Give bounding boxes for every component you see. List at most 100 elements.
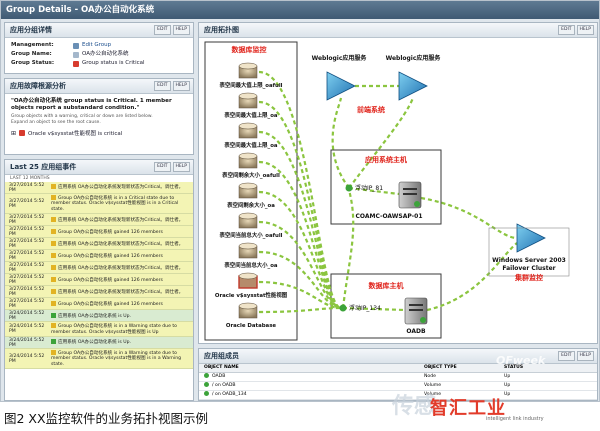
- help-button[interactable]: HELP: [172, 81, 190, 91]
- sensor-watermark: 传感: [392, 394, 437, 419]
- topology-links: [258, 70, 518, 314]
- event-message: Group OA办公自动化系统 gained 126 members: [49, 300, 193, 308]
- warning-status-icon: [51, 216, 56, 222]
- app-server-node[interactable]: [398, 181, 422, 209]
- link-line: [348, 97, 415, 189]
- weblogic-node-2[interactable]: Weblogic应用服务: [386, 54, 442, 101]
- cluster-node[interactable]: [488, 223, 570, 277]
- warning-status-icon: [51, 252, 56, 258]
- panel-title: 应用故障根源分析: [10, 82, 66, 90]
- panel-title: 应用分组详情: [10, 26, 52, 34]
- db-metric-label: 表空间最大值上限_oa: [224, 141, 278, 149]
- edit-button[interactable]: EDIT: [558, 25, 575, 35]
- event-row[interactable]: 3/27/2014 5:52 PM Group OA办公自动化系统 is in a…: [5, 194, 193, 215]
- db-monitor-group-box: [204, 41, 298, 341]
- members-table-header: OBJECT NAME OBJECT TYPE STATUS: [199, 364, 597, 373]
- event-text: Group OA办公自动化系统 is in a Warning state du…: [51, 351, 182, 367]
- db-metric-node[interactable]: 表空间最大值上限_oa: [224, 122, 278, 149]
- event-text: Group OA办公自动化系统 gained 126 members: [58, 301, 163, 307]
- event-row[interactable]: 3/27/2014 5:52 PM 应用系统 OA办公自动化系统发现新状态为Cri…: [5, 262, 193, 275]
- event-text: 应用系统 OA办公自动化系统 is Up.: [58, 340, 131, 346]
- help-button[interactable]: HELP: [576, 25, 594, 35]
- help-button[interactable]: HELP: [576, 351, 594, 361]
- db-server-name: OADB: [406, 328, 426, 335]
- weblogic-node-1[interactable]: Weblogic应用服务: [312, 54, 368, 101]
- event-list: 3/27/2014 5:52 PM 应用系统 OA办公自动化系统发现新状态为Cri…: [5, 182, 193, 370]
- up-status-icon: [204, 391, 209, 396]
- event-date: 3/27/2014 5:52 PM: [9, 226, 45, 237]
- cluster-sub: Failover Cluster: [502, 265, 555, 272]
- panel-title: 应用拓扑图: [204, 26, 239, 34]
- db-metric-node[interactable]: 表空间剩余大小_oa: [227, 182, 275, 209]
- db-metric-label: 表空间剩余大小_oa: [227, 201, 275, 209]
- db-item-list: 表空间最大值上限_oafull 表空间最大值上限_oa 表空间最大值上限_oa 表空间…: [215, 62, 288, 329]
- member-status: Up: [504, 392, 511, 397]
- db-metric-node[interactable]: Oracle Database: [226, 302, 276, 329]
- app-server-name: COAMC-OAWSAP-01: [355, 213, 422, 220]
- cluster-icon: [516, 223, 546, 253]
- edit-button[interactable]: EDIT: [154, 25, 171, 35]
- edit-button[interactable]: EDIT: [154, 81, 171, 91]
- db-server-node[interactable]: [404, 297, 428, 325]
- event-date: 3/27/2014 5:52 PM: [9, 274, 45, 285]
- panel-title: Last 25 应用组事件: [10, 163, 77, 171]
- db-metric-node[interactable]: 表空间当前总大小_oa: [224, 242, 278, 269]
- db-metric-node[interactable]: 表空间剩余大小_oafull: [222, 152, 280, 179]
- root-cause-item[interactable]: ⊞ Oracle v$sysstat性能视图 is critical: [11, 129, 123, 138]
- event-text: 应用系统 OA办公自动化系统 is Up.: [58, 313, 131, 319]
- db-metric-node[interactable]: Oracle v$sysstat性能视图: [215, 272, 288, 299]
- panel-header: 应用拓扑图 EDIT HELP: [199, 23, 597, 38]
- help-button[interactable]: HELP: [172, 162, 190, 172]
- warning-status-icon: [51, 323, 56, 329]
- event-date: 3/27/2014 5:52 PM: [9, 198, 45, 209]
- members-panel: 应用组成员 EDIT HELP OBJECT NAME OBJECT TYPE …: [198, 348, 598, 401]
- event-text: 应用系统 OA办公自动化系统发现新状态为Critical。调仕者。: [58, 217, 184, 223]
- member-name: / on OADB_134: [199, 391, 424, 399]
- event-date: 3/27/2014 5:52 PM: [9, 262, 45, 273]
- group-details-panel: 应用分组详情 EDIT HELP Management: Edit Group …: [4, 22, 194, 74]
- analysis-sub2: Expand an object to see the root cause.: [11, 120, 101, 125]
- warning-status-icon: [51, 228, 56, 234]
- help-button[interactable]: HELP: [172, 25, 190, 35]
- db-metric-node[interactable]: 表空间最大值上限_oa: [224, 92, 278, 119]
- expand-plus-icon[interactable]: ⊞: [11, 129, 17, 137]
- event-date: 3/27/2014 5:52 PM: [9, 182, 45, 193]
- event-text: Group OA办公自动化系统 is in a Critical state d…: [51, 196, 179, 212]
- event-message: 应用系统 OA办公自动化系统发现新状态为Critical。调仕者。: [49, 240, 193, 248]
- event-message: 应用系统 OA办公自动化系统发现新状态为Critical。调仕者。: [49, 264, 193, 272]
- db-metric-label: 表空间最大值上限_oafull: [219, 81, 282, 89]
- db-metric-node[interactable]: 表空间当前总大小_oafull: [219, 212, 283, 239]
- event-text: 应用系统 OA办公自动化系统发现新状态为Critical。调仕者。: [58, 289, 184, 295]
- link-line: [342, 306, 406, 312]
- db-metric-label: 表空间剩余大小_oafull: [222, 171, 280, 179]
- db-metric-node[interactable]: 表空间最大值上限_oafull: [219, 62, 283, 89]
- event-row[interactable]: 3/27/2014 5:52 PM Group OA办公自动化系统 gained …: [5, 226, 193, 239]
- warning-status-icon: [51, 276, 56, 282]
- field-group-name: Group Name: OA办公自动化系统: [11, 51, 129, 58]
- event-message: 应用系统 OA办公自动化系统发现新状态为Critical。调仕者。: [49, 216, 193, 224]
- panel-header: 应用分组详情 EDIT HELP: [5, 23, 193, 38]
- edit-button[interactable]: EDIT: [558, 351, 575, 361]
- event-text: Group OA办公自动化系统 gained 126 members: [58, 229, 163, 235]
- db-group-label: 数据库监控: [232, 45, 267, 54]
- link-line: [348, 186, 400, 196]
- app-host-group-box: [330, 149, 442, 225]
- warning-status-icon: [51, 184, 56, 190]
- server-status-icon: [414, 201, 420, 207]
- edit-group-link[interactable]: Edit Group: [82, 42, 112, 48]
- edit-button[interactable]: EDIT: [154, 162, 171, 172]
